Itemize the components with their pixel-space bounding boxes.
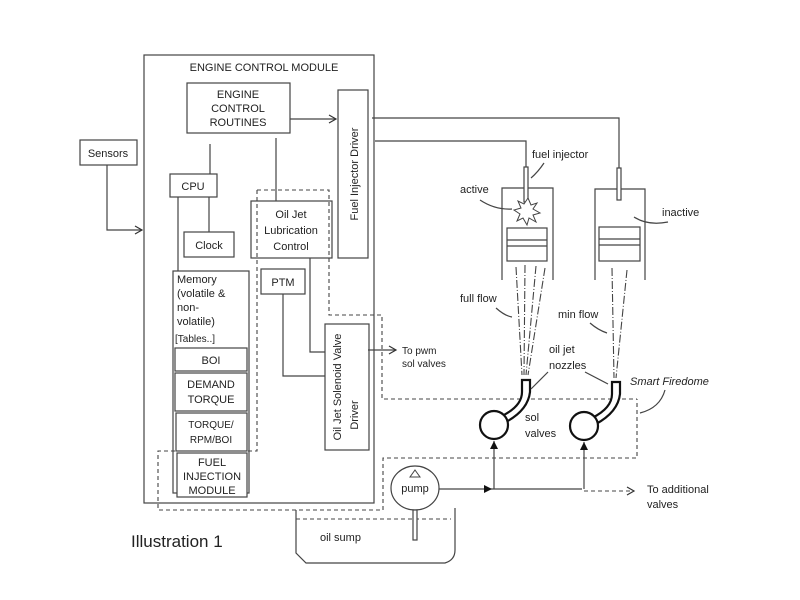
inactive-label: inactive [662,207,699,219]
solenoid-valve-driver-box [324,323,370,451]
min-flow-spray-1 [611,267,615,379]
full-flow-spray-4 [527,267,546,376]
ecm-title: ENGINE CONTROL MODULE [190,62,339,74]
additional-valves-line-2: valves [647,499,679,511]
cpu-box [169,173,218,198]
oil-sump-tank [295,508,456,564]
nozzles-leader-2 [584,371,609,385]
min-flow-spray-2 [615,269,628,379]
memory-line-3: non- [177,302,199,314]
min-flow-label: min flow [558,309,598,321]
nozzles-line-2: nozzles [549,360,587,372]
full-flow-spray-1 [515,266,523,376]
active-piston [506,227,548,262]
routines-line-2: CONTROL [211,103,265,115]
min-flow-leader [589,322,608,334]
combustion-spark-icon [512,196,542,227]
sol-valves-line-1: sol [525,412,539,424]
routines-line-3: ROUTINES [210,117,267,129]
torque-rpm-boi-line-1: TORQUE/ [188,420,234,431]
sol-valves-line-2: valves [525,428,557,440]
fuel-injection-line-3: MODULE [188,485,235,497]
fuel-injection-module-box [176,452,248,498]
pump-triangle-icon [409,469,421,478]
smart-firedome-label: Smart Firedome [630,376,709,388]
fuel-injector-driver-box [337,89,369,259]
engine-control-routines-box [186,82,291,134]
demand-torque-line-2: TORQUE [188,394,235,406]
demand-torque-line-1: DEMAND [187,379,235,391]
memory-line-4: volatile) [177,316,215,328]
sol-valve-2 [568,410,600,442]
memory-line-2: (volatile & [177,288,226,300]
oiljet-dashed-boundary-upper [257,189,637,400]
active-label: active [460,184,489,196]
boi-table-box [174,347,248,372]
pwm-line-1: To pwm [402,346,436,357]
cpu-label: CPU [181,181,204,193]
sensors-box [79,139,138,166]
torque-rpm-boi-box [175,412,248,452]
boi-label: BOI [202,355,221,367]
full-flow-leader [495,307,513,318]
active-leader [479,199,513,210]
oil-jet-control-line-2: Lubrication [264,225,318,237]
inactive-piston [598,226,641,262]
ptm-label: PTM [271,277,294,289]
ptm-to-solenoid-link [282,294,325,377]
oil-jet-lubrication-control-box [250,200,333,259]
nozzles-leader-1 [530,371,549,390]
smart-firedome-leader [639,389,666,414]
fuel-injector-label: fuel injector [532,149,589,161]
full-flow-spray-2 [523,264,526,376]
nozzles-line-1: oil jet [549,344,575,356]
clock-box [183,231,235,258]
routines-line-1: ENGINE [217,89,259,101]
pump-label: pump [401,483,429,495]
sensors-to-ecm-arrow [106,165,144,235]
fuel-injector-driver-label: Fuel Injector Driver [349,127,361,220]
inactive-fuel-injector [616,167,622,201]
memory-line-1: Memory [177,274,217,286]
sol-valve-1 [478,409,510,441]
wire-to-active-injector [375,140,527,167]
fuel-injection-line-1: FUEL [198,457,226,469]
pwm-line-2: sol valves [402,359,446,370]
oil-jet-control-line-3: Control [273,241,308,253]
oil-sump-label: oil sump [320,532,361,544]
clock-label: Clock [195,240,223,252]
active-fuel-injector [523,166,529,203]
full-flow-spray-3 [525,265,537,376]
tables-label: [Tables..] [175,334,215,345]
solenoid-driver-line-1: Oil Jet Solenoid Valve [332,334,344,441]
fuel-injector-leader [530,162,545,179]
fuel-injection-line-2: INJECTION [183,471,241,483]
sensors-label: Sensors [88,148,129,160]
full-flow-label: full flow [460,293,497,305]
oil-jet-control-line-1: Oil Jet [275,209,306,221]
demand-torque-box [174,372,248,412]
wire-to-inactive-injector [372,117,620,168]
additional-valves-line-1: To additional [647,484,709,496]
pump-intake-pipe [412,509,418,541]
inactive-leader [633,216,669,224]
illustration-title: Illustration 1 [131,532,223,551]
torque-rpm-boi-line-2: RPM/BOI [190,435,232,446]
solenoid-driver-line-2: Driver [349,400,361,430]
control-to-solenoid-link [309,258,325,353]
